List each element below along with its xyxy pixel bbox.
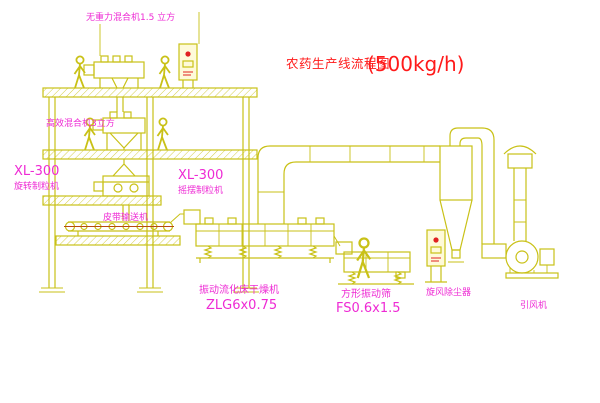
induced-draft-fan — [505, 240, 559, 279]
granulator-right-model-label: XL-300 — [178, 168, 223, 183]
worker-figure — [73, 55, 86, 89]
belt-conveyor — [64, 213, 184, 236]
control-panel-top — [178, 12, 200, 88]
control-panel-screen — [425, 229, 447, 283]
fluid-bed-dryer — [183, 209, 341, 263]
vibrating-screen — [335, 241, 414, 285]
belt-conveyor-label: 皮带输送机 — [103, 211, 148, 223]
screen-model-label: FS0.6x1.5 — [336, 301, 401, 316]
dryer-model-label: ZLG6x0.75 — [206, 298, 277, 313]
worker-figure — [158, 55, 171, 89]
granulator-left-model-label: XL-300 — [14, 164, 59, 179]
drawing-title-capacity: (500kg/h) — [367, 52, 464, 76]
cyclone-label: 旋风除尘器 — [426, 286, 471, 298]
exhaust-stack — [503, 145, 537, 241]
dryer-name-label: 振动流化床干燥机 — [199, 283, 279, 296]
second-mixer-label: 高效混合机3立方 — [46, 117, 115, 129]
drawing-title: 农药生产线流程图 — [286, 56, 390, 71]
building-structure — [39, 87, 259, 293]
screen-name-label: 方形振动筛 — [341, 287, 391, 300]
top-mixer-label: 无重力混合机1.5 立方 — [86, 11, 175, 23]
cyclone-dust-collector — [439, 127, 507, 263]
granulator-left-name-label: 旋转制粒机 — [14, 180, 59, 192]
high-efficiency-mixer — [92, 111, 146, 150]
granulator — [93, 159, 150, 221]
gravity-mixer — [83, 24, 145, 112]
exhaust-duct — [257, 145, 440, 224]
fan-label: 引风机 — [520, 299, 547, 311]
granulator-right-name-label: 摇摆制粒机 — [178, 184, 223, 196]
worker-figure — [156, 117, 169, 151]
